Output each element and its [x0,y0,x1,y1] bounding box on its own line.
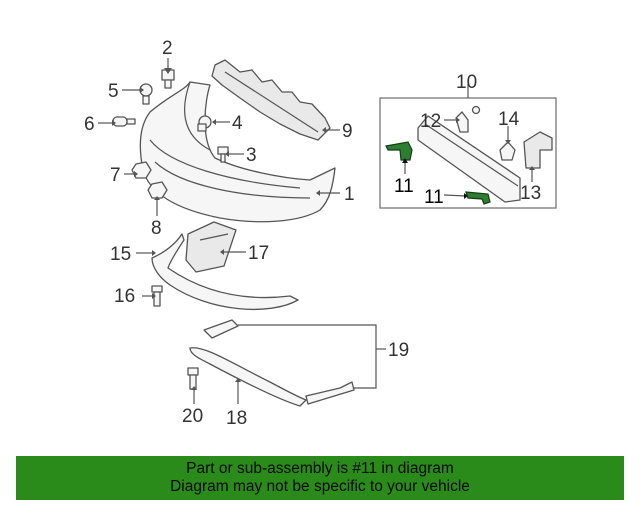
callout-1: 1 [344,184,355,205]
reinforcement-group [379,97,557,209]
callout-11-right: 11 [424,187,444,208]
callout-13: 13 [520,183,541,204]
callout-6: 6 [84,114,95,135]
callout-18: 18 [226,408,247,429]
arrowheads [112,68,535,390]
callout-9: 9 [342,121,353,142]
callout-17: 17 [248,243,269,264]
callout-10: 10 [456,72,477,93]
callout-4: 4 [232,113,243,134]
callout-16: 16 [114,286,135,307]
info-banner: Part or sub-assembly is #11 in diagram D… [16,456,624,500]
leader-lines [98,58,533,404]
callout-12: 12 [420,111,441,132]
callout-8: 8 [151,218,162,239]
parts-diagram: 1 2 3 4 5 6 7 8 9 10 11 11 12 13 14 15 1… [84,38,557,429]
banner-line-2: Diagram may not be specific to your vehi… [170,478,470,495]
energy-absorber-part [211,59,331,141]
callout-19: 19 [388,340,409,361]
hardware-parts [112,69,229,390]
lower-trim-parts [151,221,355,407]
callout-20: 20 [182,406,203,427]
part-11-brackets [385,141,491,205]
callout-numbers: 1 2 3 4 5 6 7 8 9 10 11 11 12 13 14 15 1… [84,38,541,429]
callout-5: 5 [108,81,119,102]
banner-line-1: Part or sub-assembly is #11 in diagram [186,460,454,477]
callout-7: 7 [110,165,121,186]
callout-15: 15 [110,244,131,265]
callout-2: 2 [162,38,173,59]
callout-14: 14 [498,109,520,130]
callout-3: 3 [246,145,257,166]
callout-11-left: 11 [394,176,414,197]
